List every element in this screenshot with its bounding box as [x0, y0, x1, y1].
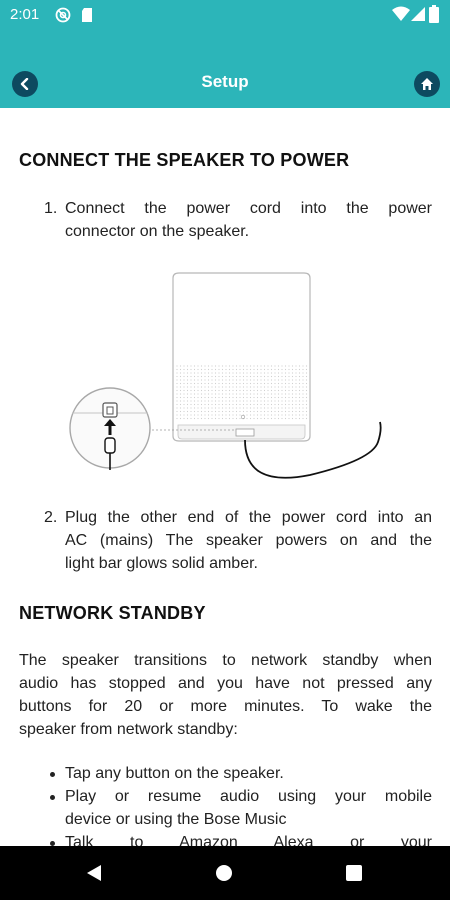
at-sign-icon	[55, 7, 71, 23]
bullet-text-line: device or using the Bose Music	[65, 811, 287, 828]
back-button[interactable]	[12, 71, 38, 97]
system-nav-bar	[0, 846, 450, 900]
app-bar: Setup	[0, 30, 450, 108]
step-text-line: connector on the speaker.	[65, 223, 250, 240]
setup-content[interactable]: CONNECT THE SPEAKER TO POWER 1. Connect …	[0, 108, 450, 846]
home-circle-icon[interactable]	[215, 864, 233, 882]
step-text-line: light bar glows solid amber.	[65, 555, 258, 572]
sd-card-icon	[82, 8, 92, 22]
home-button[interactable]	[414, 71, 440, 97]
wifi-icon	[392, 6, 410, 21]
section-heading-power: CONNECT THE SPEAKER TO POWER	[19, 150, 350, 170]
status-time: 2:01	[10, 6, 40, 23]
bullet-text-line: Play or resume audio using your mobile	[65, 788, 432, 805]
home-icon	[421, 78, 433, 90]
signal-icon	[411, 7, 425, 21]
connector-zoom-icon	[69, 387, 151, 470]
bullet-icon	[50, 841, 55, 846]
paragraph-line: The speaker transitions to network stand…	[19, 652, 432, 669]
paragraph-line: buttons for 20 or more minutes. To wake …	[19, 698, 432, 715]
battery-icon	[429, 5, 439, 23]
paragraph-line: audio has stopped and you have not press…	[19, 675, 432, 692]
bullet-icon	[50, 772, 55, 777]
chevron-left-icon	[20, 78, 29, 90]
paragraph-line: speaker from network standby:	[19, 721, 238, 738]
status-bar: 2:01	[0, 0, 450, 30]
step-number: 2.	[44, 509, 58, 526]
bullet-icon	[50, 795, 55, 800]
speaker-icon	[172, 272, 311, 442]
speaker-power-illustration	[69, 272, 382, 479]
back-triangle-icon[interactable]	[86, 864, 102, 882]
step-text-line: Connect the power cord into the power	[65, 200, 432, 217]
page-title: Setup	[201, 72, 249, 91]
section-heading-network-standby: NETWORK STANDBY	[19, 603, 206, 623]
bullet-text-line: Tap any button on the speaker.	[65, 765, 284, 782]
step-number: 1.	[44, 200, 58, 217]
bullet-text-line: Talk to Amazon Alexa or your	[65, 834, 432, 846]
recents-square-icon[interactable]	[346, 865, 362, 881]
step-text-line: Plug the other end of the power cord int…	[65, 509, 432, 526]
step-text-line: AC (mains) The speaker powers on and the	[65, 532, 432, 549]
